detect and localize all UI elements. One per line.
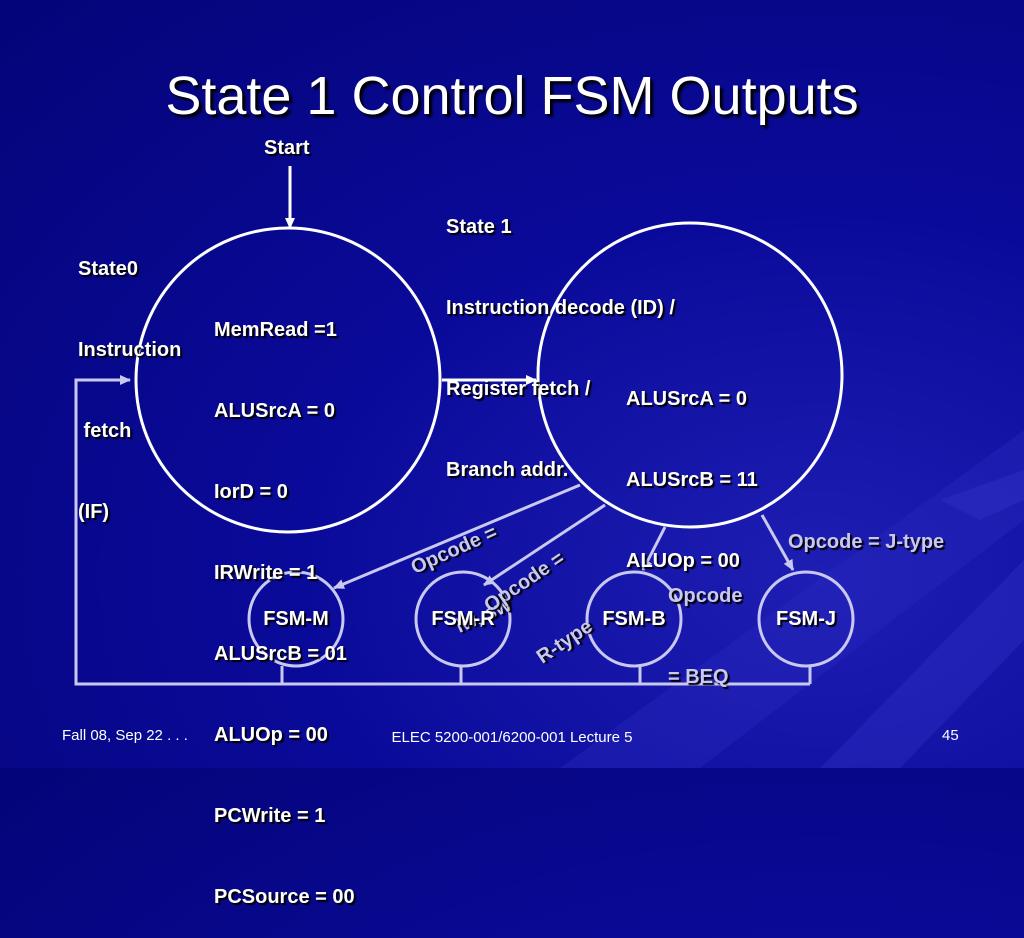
state0-output: ALUOp = 00	[214, 724, 328, 746]
fsm-m-circle	[247, 570, 345, 668]
state0-output: IRWrite = 1	[214, 562, 318, 584]
state0-caption-line: Instruction	[78, 339, 182, 361]
transition-arrow-lw-sw	[333, 483, 581, 590]
transition-label-line: = BEQ	[668, 666, 729, 688]
footer-date: Fall 08, Sep 22 . . .	[62, 727, 188, 744]
state1-circle	[536, 221, 844, 529]
start-label: Start	[264, 137, 310, 159]
state1-caption-line: Register fetch /	[446, 378, 591, 400]
state0-caption-line: fetch	[78, 420, 132, 442]
state0-output: PCSource = 00	[214, 886, 355, 908]
state0-output: MemRead =1	[214, 319, 337, 341]
fsm-j-label: FSM-J	[776, 608, 836, 630]
slide-title: State 1 Control FSM Outputs	[165, 66, 859, 126]
transition-arrow-beq	[641, 526, 667, 571]
state0-output: ALUSrcA = 0	[214, 400, 335, 422]
state0-caption-line: State0	[78, 258, 139, 280]
state1-output: ALUSrcA = 0	[626, 388, 747, 410]
transition-arrow-r-type	[483, 503, 606, 587]
page-number: 45	[942, 727, 959, 744]
state0-circle	[134, 226, 442, 534]
state0-output: PCWrite = 1	[214, 805, 326, 827]
fsm-j-circle	[757, 570, 855, 668]
fsm-r-circle	[414, 570, 512, 668]
state0-outputs: MemRead =1 ALUSrcA = 0 IorD = 0 IRWrite …	[214, 263, 355, 938]
state0-output: IorD = 0	[214, 481, 288, 503]
fsm-b-label: FSM-B	[602, 608, 666, 630]
transition-label-line: Opcode	[668, 585, 743, 607]
state1-outputs: ALUSrcA = 0 ALUSrcB = 11 ALUOp = 00	[626, 332, 758, 602]
state0-caption-line: (IF)	[78, 501, 110, 523]
state0-output: ALUSrcB = 01	[214, 643, 347, 665]
state1-caption: State 1 Instruction decode (ID) / Regist…	[446, 160, 675, 511]
fsm-r-label: FSM-R	[431, 608, 495, 630]
state1-output: ALUSrcB = 11	[626, 469, 758, 491]
footer-course: ELEC 5200-001/6200-001 Lecture 5	[391, 729, 633, 746]
state0-caption: State0 Instruction fetch (IF)	[78, 202, 181, 553]
state1-caption-line: Branch addr.	[446, 459, 569, 481]
state1-caption-line: Instruction decode (ID) /	[446, 297, 675, 319]
state1-output: ALUOp = 00	[626, 550, 740, 572]
state1-caption-line: State 1	[446, 216, 512, 238]
transition-label-beq: Opcode = BEQ	[668, 529, 742, 718]
transition-arrow-j-type	[760, 514, 795, 571]
return-path	[74, 375, 284, 686]
transition-label-j-type: Opcode = J-type	[788, 531, 945, 553]
fsm-b-circle	[585, 570, 683, 668]
fsm-diagram	[74, 218, 855, 686]
fsm-m-label: FSM-M	[263, 608, 329, 630]
